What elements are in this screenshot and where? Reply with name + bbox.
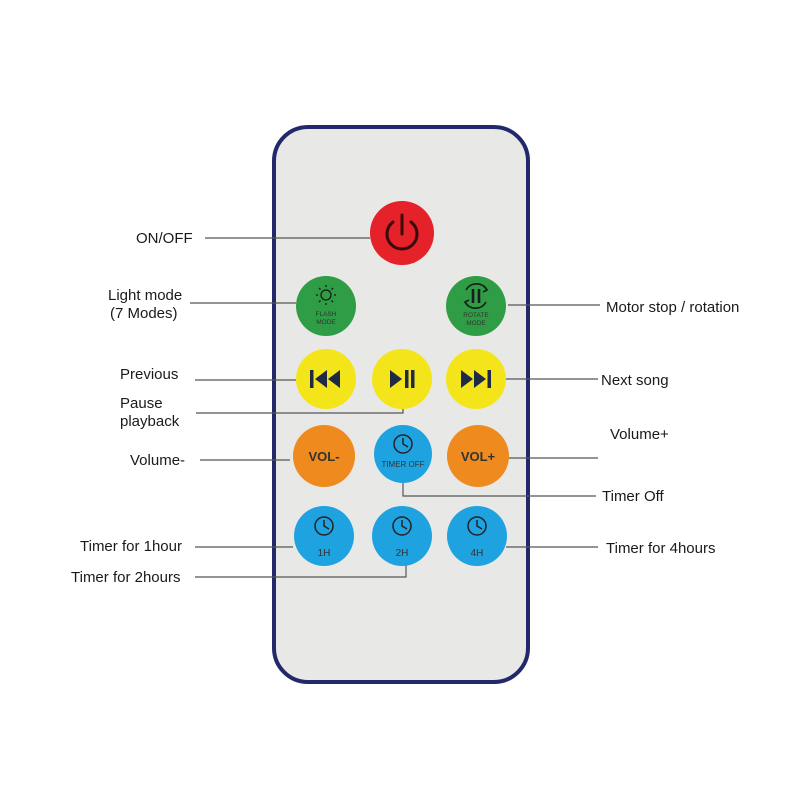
- clock-icon: [467, 516, 487, 536]
- play-pause-button[interactable]: [372, 349, 432, 409]
- flash-mode-label-2: MODE: [316, 319, 336, 326]
- rotate-pause-icon: [463, 283, 489, 309]
- timer-2h-button-face: [372, 506, 432, 566]
- timer-1h-button-face: [294, 506, 354, 566]
- callout-timer-1hour: Timer for 1hour: [80, 538, 182, 555]
- volume-up-button-face: [447, 425, 509, 487]
- power-icon: [385, 213, 419, 251]
- leader-timer-2hours: [195, 563, 407, 578]
- volume-down-button-face: [293, 425, 355, 487]
- timer-4h-button-face: [447, 506, 507, 566]
- rotate-mode-label-2: MODE: [466, 320, 486, 327]
- volume-down-label: VOL-: [308, 449, 339, 464]
- flash-mode-label-1: FLASH: [316, 311, 337, 318]
- clock-icon: [314, 516, 334, 536]
- callout-on-off: ON/OFF: [136, 230, 193, 247]
- clock-icon: [393, 434, 413, 454]
- timer-1h-label: 1H: [318, 548, 331, 559]
- volume-down-button[interactable]: VOL-: [293, 425, 355, 487]
- rotate-mode-button-face: [446, 276, 506, 336]
- timer-2h-label: 2H: [396, 548, 409, 559]
- callout-pause-1: Pause: [120, 395, 163, 412]
- callout-pause-2: playback: [120, 413, 180, 430]
- flash-mode-button-face: [296, 276, 356, 336]
- timer-1h-button[interactable]: 1H: [294, 506, 354, 566]
- rotate-mode-label-1: ROTATE: [463, 312, 489, 319]
- leader-lines: [190, 237, 600, 578]
- timer-2h-button[interactable]: 2H: [372, 506, 432, 566]
- volume-up-label: VOL+: [461, 449, 496, 464]
- timer-4h-label: 4H: [471, 548, 484, 559]
- volume-up-button[interactable]: VOL+: [447, 425, 509, 487]
- callout-light-mode-2: (7 Modes): [110, 305, 178, 322]
- leader-timer-off: [402, 483, 596, 497]
- rotate-mode-button[interactable]: ROTATE MODE: [446, 276, 506, 336]
- callout-volume-minus: Volume-: [130, 452, 185, 469]
- callout-next-song: Next song: [601, 372, 669, 389]
- timer-off-button-face: [374, 425, 432, 483]
- callout-motor: Motor stop / rotation: [606, 299, 739, 316]
- next-button[interactable]: [446, 349, 506, 409]
- callout-volume-plus: Volume+: [610, 426, 669, 443]
- clock-icon: [392, 516, 412, 536]
- play-pause-icon: [390, 370, 415, 388]
- sun-icon: [316, 285, 336, 305]
- callout-timer-2hours: Timer for 2hours: [71, 569, 180, 586]
- callout-previous: Previous: [120, 366, 178, 383]
- timer-off-label: TIMER OFF: [381, 460, 424, 469]
- timer-off-button[interactable]: TIMER OFF: [374, 425, 432, 483]
- previous-button[interactable]: [296, 349, 356, 409]
- callout-timer-off: Timer Off: [602, 488, 665, 505]
- timer-4h-button[interactable]: 4H: [447, 506, 507, 566]
- flash-mode-button[interactable]: FLASH MODE: [296, 276, 356, 336]
- callout-light-mode-1: Light mode: [108, 287, 182, 304]
- skip-previous-icon: [310, 370, 340, 388]
- power-button[interactable]: [370, 201, 434, 265]
- skip-next-icon: [461, 370, 491, 388]
- callout-timer-4hours: Timer for 4hours: [606, 540, 715, 557]
